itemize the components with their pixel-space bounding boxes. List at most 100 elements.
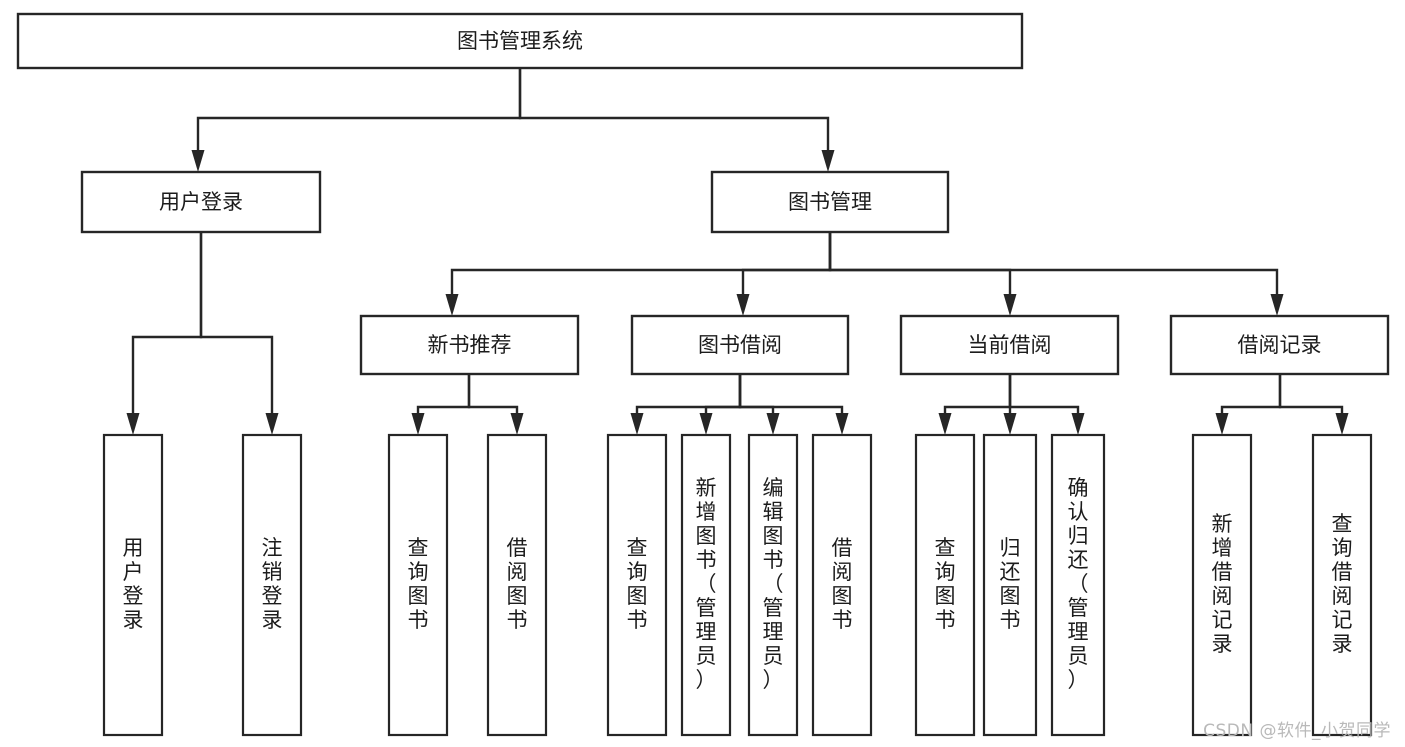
arrow-head-icon (766, 413, 780, 435)
node-new-book-rec[interactable]: 新书推荐 (359, 314, 580, 376)
node-box[interactable] (16, 12, 1024, 70)
node-label-char: 借 (507, 536, 528, 560)
node-label-char: 阅 (1212, 584, 1233, 608)
node-label-char: 认 (1068, 500, 1089, 524)
node-label-char: 理 (696, 620, 717, 644)
nodes-layer: 图书管理系统用户登录图书管理新书推荐图书借阅当前借阅借阅记录用户登录注销登录查询… (16, 12, 1390, 737)
node-label-char: 书 (935, 608, 956, 632)
node-box[interactable] (630, 314, 850, 376)
node-root[interactable]: 图书管理系统 (16, 12, 1024, 70)
connector-user-login-to-leaf-user-login (126, 232, 203, 435)
edge-path (738, 374, 844, 417)
edge-path (828, 232, 1012, 298)
node-book-borrow[interactable]: 图书借阅 (630, 314, 850, 376)
node-label-char: 记 (1332, 608, 1353, 632)
node-box[interactable] (606, 433, 668, 737)
node-label-char: 注 (262, 536, 283, 560)
node-label-char: 归 (1068, 524, 1089, 548)
node-label-char: （ (1068, 572, 1089, 596)
node-box[interactable] (1311, 433, 1373, 737)
edge-path (1008, 374, 1080, 417)
arrow-head-icon (1215, 413, 1229, 435)
edge-path (635, 374, 742, 417)
edge-path (450, 232, 832, 298)
node-user-login[interactable]: 用户登录 (80, 170, 322, 234)
connector-current-borrow-to-leaf-confirm-return (1008, 374, 1085, 435)
node-leaf-user-login[interactable]: 用户登录 (102, 433, 164, 737)
node-label-char: 阅 (832, 560, 853, 584)
node-box[interactable] (747, 433, 799, 737)
node-label-char: 询 (627, 560, 648, 584)
node-box[interactable] (387, 433, 449, 737)
edge-path (518, 68, 830, 154)
node-label-char: 询 (408, 560, 429, 584)
node-box[interactable] (680, 433, 732, 737)
connector-book-manage-to-new-book-rec (445, 232, 832, 316)
node-box[interactable] (914, 433, 976, 737)
node-box[interactable] (80, 170, 322, 234)
node-label-char: 归 (1000, 536, 1021, 560)
connector-book-manage-to-book-borrow (736, 232, 832, 316)
node-box[interactable] (1191, 433, 1253, 737)
node-label-char: 借 (1212, 560, 1233, 584)
node-label-char: 确 (1068, 476, 1089, 500)
node-current-borrow[interactable]: 当前借阅 (899, 314, 1120, 376)
node-label-char: 销 (262, 560, 283, 584)
node-label-char: 编 (763, 476, 784, 500)
node-box[interactable] (982, 433, 1038, 737)
node-label-char: 图 (763, 524, 784, 548)
edge-path (704, 374, 742, 417)
node-box[interactable] (811, 433, 873, 737)
node-label-char: 书 (507, 608, 528, 632)
node-box[interactable] (241, 433, 303, 737)
connector-book-borrow-to-leaf-add-book (699, 374, 742, 435)
edge-path (196, 68, 522, 154)
node-label-char: 书 (696, 548, 717, 572)
node-label-char: 图 (696, 524, 717, 548)
node-book-manage[interactable]: 图书管理 (710, 170, 950, 234)
arrow-head-icon (630, 413, 644, 435)
node-box[interactable] (1169, 314, 1390, 376)
node-box[interactable] (1050, 433, 1106, 737)
node-box[interactable] (710, 170, 950, 234)
edge-path (943, 374, 1012, 417)
node-label-char: 询 (1332, 536, 1353, 560)
node-box[interactable] (899, 314, 1120, 376)
node-borrow-record[interactable]: 借阅记录 (1169, 314, 1390, 376)
node-box[interactable] (359, 314, 580, 376)
edge-path (199, 232, 274, 417)
node-box[interactable] (102, 433, 164, 737)
node-label: 借阅记录 (1238, 333, 1322, 357)
node-label-char: 查 (627, 536, 648, 560)
node-label-char: 询 (935, 560, 956, 584)
node-label-char: 员 (1068, 644, 1089, 668)
arrow-head-icon (821, 150, 835, 172)
node-label-char: 书 (627, 608, 648, 632)
node-label-char: 户 (123, 560, 144, 584)
node-label-char: 图 (832, 584, 853, 608)
node-label-char: 增 (1212, 536, 1233, 560)
node-label-char: 查 (1332, 512, 1353, 536)
node-label-char: 书 (1000, 608, 1021, 632)
connector-new-book-rec-to-leaf-query-book-1 (411, 374, 471, 435)
node-label-char: ） (1068, 668, 1089, 692)
node-label-char: 借 (832, 536, 853, 560)
node-label-char: 还 (1068, 548, 1089, 572)
node-box[interactable] (486, 433, 548, 737)
node-label-char: ） (763, 668, 784, 692)
arrow-head-icon (1003, 294, 1017, 316)
